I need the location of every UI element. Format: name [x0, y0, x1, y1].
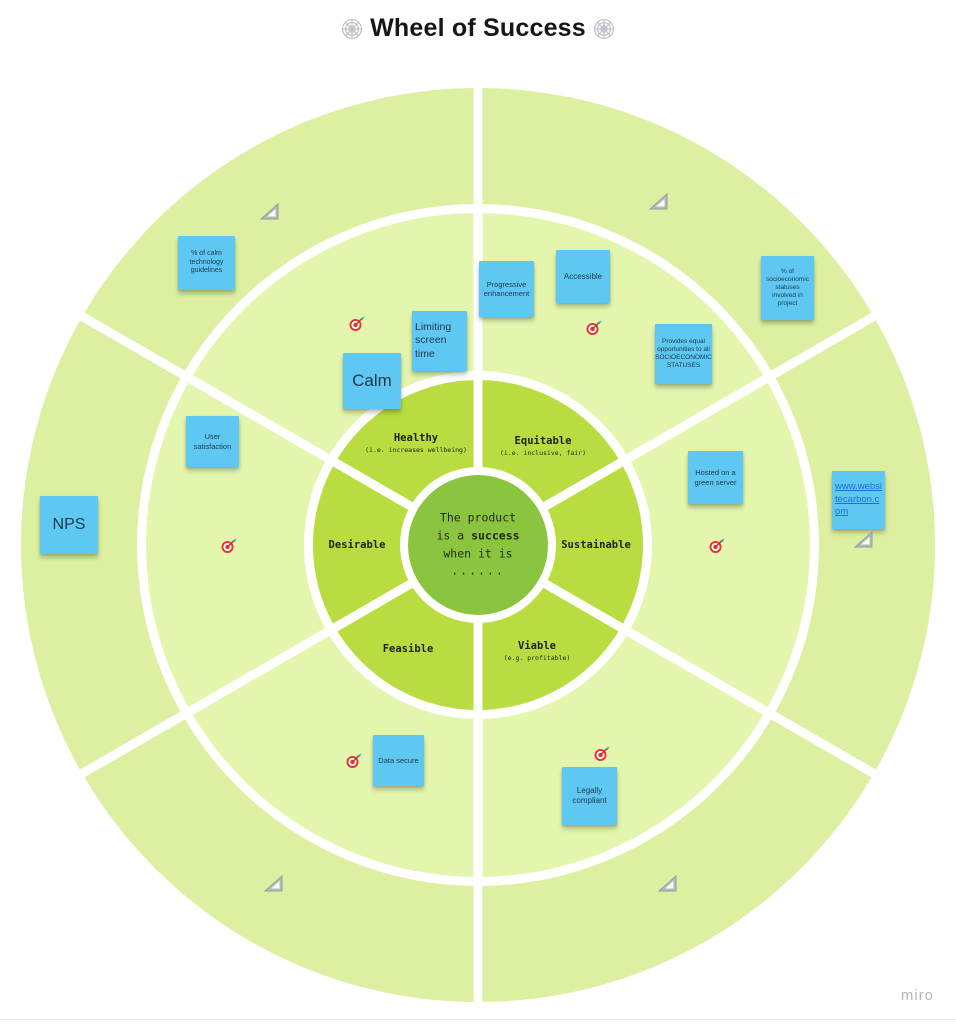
- center-line: The product: [439, 510, 517, 525]
- segment-label-sustainable: Sustainable: [561, 539, 631, 551]
- set-square-ruler-icon[interactable]: [647, 192, 670, 211]
- segment-label-desirable: Desirable: [329, 539, 386, 551]
- dartboard-icon[interactable]: [220, 538, 237, 555]
- set-square-ruler-icon[interactable]: [656, 874, 679, 893]
- sticky-note[interactable]: Provides equal opportunities to all SOCI…: [655, 324, 712, 384]
- web-icon: [342, 18, 363, 39]
- center-line: ......: [451, 563, 505, 578]
- sticky-note[interactable]: Data secure: [373, 735, 424, 786]
- sticky-note[interactable]: Legally compliant: [562, 767, 617, 825]
- center-statement: The product is a success when it is ....…: [408, 509, 548, 580]
- set-square-ruler-icon[interactable]: [262, 874, 285, 893]
- segment-name: Healthy: [393, 432, 439, 444]
- segment-name: Feasible: [382, 643, 434, 655]
- segment-label-feasible: Feasible: [383, 643, 434, 655]
- sticky-note[interactable]: Progressive enhancement: [479, 261, 534, 317]
- set-square-ruler-icon[interactable]: [852, 530, 875, 549]
- sticky-note-link[interactable]: www.websitecarbon.com: [832, 471, 885, 529]
- center-line: when it is: [443, 546, 513, 560]
- sticky-note[interactable]: % of socioeconomic statuses involved in …: [761, 256, 814, 320]
- dartboard-icon[interactable]: [585, 320, 602, 337]
- center-line: is a success: [408, 527, 548, 545]
- title-bar: Wheel of Success: [0, 14, 956, 43]
- sticky-note[interactable]: User satisfaction: [186, 416, 239, 467]
- segment-subtitle: (i.e. inclusive, fair): [499, 449, 587, 457]
- segment-subtitle: (e.g. profitable): [503, 654, 571, 662]
- segment-label-viable: Viable (e.g. profitable): [504, 640, 571, 662]
- segment-subtitle: (i.e. increases wellbeing): [365, 446, 467, 454]
- page-title: Wheel of Success: [370, 14, 586, 42]
- sticky-note[interactable]: NPS: [40, 496, 98, 554]
- segment-name: Sustainable: [561, 539, 631, 551]
- sticky-note[interactable]: Calm: [343, 353, 401, 409]
- web-icon: [593, 18, 614, 39]
- miro-watermark: miro: [900, 987, 934, 1004]
- dartboard-icon[interactable]: [345, 753, 362, 770]
- dartboard-icon[interactable]: [348, 316, 365, 333]
- sticky-note[interactable]: Hosted on a green server: [688, 451, 743, 504]
- sticky-note[interactable]: Limiting screen time: [412, 311, 467, 371]
- dartboard-icon[interactable]: [708, 538, 725, 555]
- sticky-note[interactable]: % of calm technology guidelines: [178, 236, 235, 290]
- segment-label-equitable: Equitable (i.e. inclusive, fair): [500, 435, 586, 457]
- dartboard-icon[interactable]: [593, 746, 610, 763]
- segment-name: Desirable: [328, 539, 386, 551]
- segment-name: Viable: [518, 640, 556, 652]
- center-line-part: is a: [436, 528, 472, 543]
- sticky-note[interactable]: Accessible: [556, 250, 610, 303]
- segment-name: Equitable: [514, 435, 572, 447]
- segment-label-healthy: Healthy (i.e. increases wellbeing): [365, 432, 467, 454]
- set-square-ruler-icon[interactable]: [258, 202, 281, 221]
- canvas-edge-line: [0, 1019, 956, 1020]
- center-line-part-bold: success: [471, 528, 520, 543]
